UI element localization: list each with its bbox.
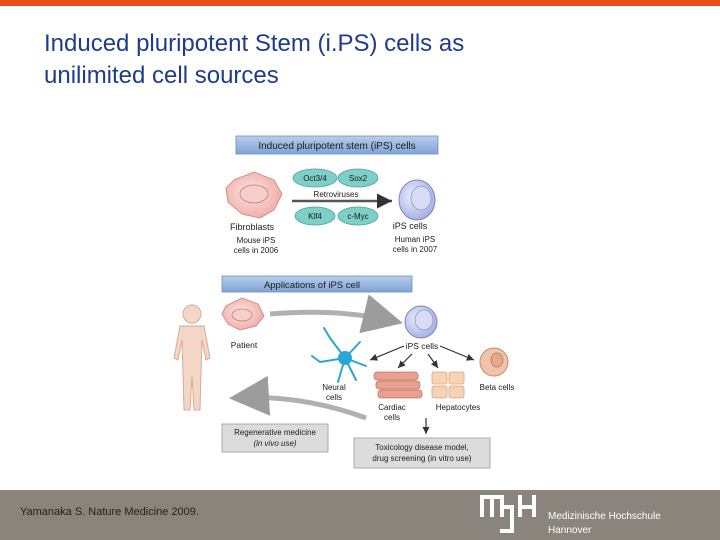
cardiac-cells	[374, 372, 422, 398]
mouse-ips-line2: cells in 2006	[234, 246, 279, 255]
title-line-2: unilimited cell sources	[44, 60, 684, 92]
citation: Yamanaka S. Nature Medicine 2009.	[20, 506, 199, 518]
patient-label: Patient	[231, 340, 258, 350]
logo-line-2: Hannover	[548, 524, 661, 538]
retroviruses-label: Retroviruses	[314, 190, 359, 199]
neural-line1: Neural	[322, 383, 346, 392]
mhh-logo-mark	[480, 495, 536, 533]
tox-line1: Toxicology disease model,	[375, 443, 468, 452]
factor-klf4-label: Klf4	[308, 212, 322, 221]
arrow-to-cardiac	[398, 354, 412, 368]
human-ips-line2: cells in 2007	[393, 245, 438, 254]
ips-cells-mid-label: iPS cells	[406, 341, 439, 351]
arrow-to-hepatocytes	[428, 354, 438, 368]
arrow-to-beta	[440, 346, 474, 360]
human-ips-line1: Human iPS	[395, 235, 435, 244]
ips-cell-top-nucleus	[411, 186, 431, 210]
applications-banner-label: Applications of iPS cell	[264, 280, 360, 291]
beta-cell-nucleus	[491, 353, 503, 367]
fibroblasts-label: Fibroblasts	[230, 222, 275, 232]
cardiac-line1: Cardiac	[378, 403, 406, 412]
slide-title: Induced pluripotent Stem (i.PS) cells as…	[44, 28, 684, 92]
fibroblast-nucleus	[240, 185, 268, 203]
patient-to-ips-arrow	[270, 312, 398, 322]
arrow-to-neural	[370, 346, 404, 360]
hepatocytes-cells	[432, 372, 464, 398]
accent-bar	[0, 0, 720, 6]
factor-cmyc-label: c-Myc	[347, 212, 368, 221]
top-banner-label: Induced pluripotent stem (iPS) cells	[258, 141, 415, 152]
ips-cells-top-label: iPS cells	[393, 221, 428, 231]
patient-silhouette	[174, 305, 210, 410]
regen-line1: Regenerative medicine	[234, 428, 316, 437]
mouse-ips-line1: Mouse iPS	[237, 236, 276, 245]
ips-diagram: Induced pluripotent stem (iPS) cells Fib…	[170, 128, 550, 473]
factor-sox2-label: Sox2	[349, 174, 368, 183]
tox-line2: drug screening (in vitro use)	[372, 454, 471, 463]
beta-cells-label: Beta cells	[480, 383, 515, 392]
hepatocytes-label: Hepatocytes	[436, 403, 480, 412]
logo-text: Medizinische Hochschule Hannover	[548, 510, 661, 538]
regen-line2: (in vivo use)	[253, 439, 296, 448]
cardiac-line2: cells	[384, 413, 400, 422]
title-line-1: Induced pluripotent Stem (i.PS) cells as	[44, 28, 684, 60]
factor-oct34-label: Oct3/4	[303, 174, 327, 183]
neural-cell-body	[338, 351, 352, 365]
logo-line-1: Medizinische Hochschule	[548, 510, 661, 524]
neural-line2: cells	[326, 393, 342, 402]
ips-cell-mid-nucleus	[415, 310, 433, 330]
patient-fibroblast-nucleus	[232, 309, 252, 321]
return-to-patient-arrow	[234, 397, 366, 418]
